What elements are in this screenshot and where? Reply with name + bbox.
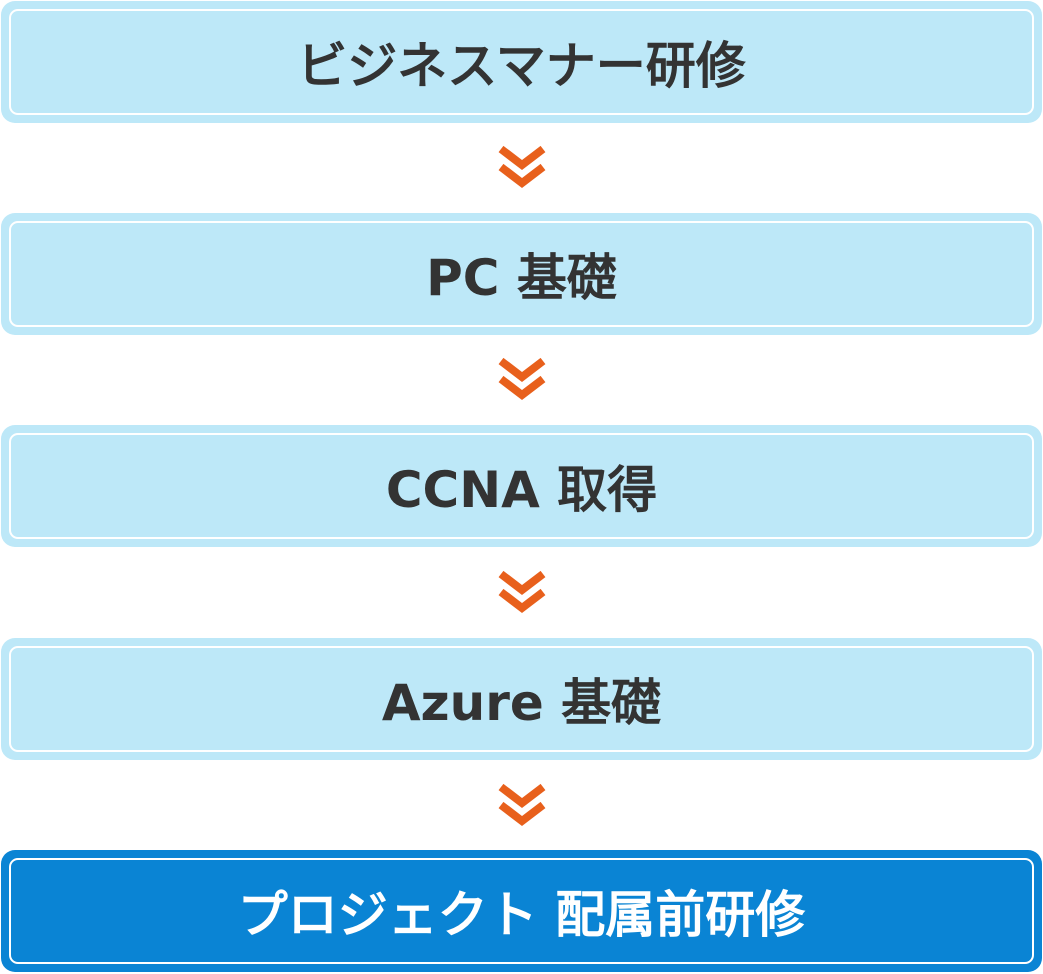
step-label: Azure 基礎 <box>381 674 662 732</box>
step-ccna: CCNA 取得 <box>1 425 1042 547</box>
step-label: ビジネスマナー研修 <box>297 37 746 95</box>
step-label: CCNA 取得 <box>385 461 658 519</box>
step-project-pre-assignment: プロジェクト 配属前研修 <box>1 850 1042 972</box>
double-chevron-down-icon <box>495 145 549 189</box>
step-inner-border: PC 基礎 <box>9 221 1034 327</box>
step-azure-basics: Azure 基礎 <box>1 638 1042 760</box>
step-business-manners: ビジネスマナー研修 <box>1 1 1042 123</box>
double-chevron-down-icon <box>495 357 549 401</box>
step-inner-border: ビジネスマナー研修 <box>9 9 1034 115</box>
step-label: PC 基礎 <box>426 249 617 307</box>
step-inner-border: Azure 基礎 <box>9 646 1034 752</box>
double-chevron-down-icon <box>495 783 549 827</box>
step-inner-border: CCNA 取得 <box>9 433 1034 539</box>
step-label: プロジェクト 配属前研修 <box>237 886 806 944</box>
step-inner-border: プロジェクト 配属前研修 <box>9 858 1034 964</box>
double-chevron-down-icon <box>495 570 549 614</box>
step-pc-basics: PC 基礎 <box>1 213 1042 335</box>
